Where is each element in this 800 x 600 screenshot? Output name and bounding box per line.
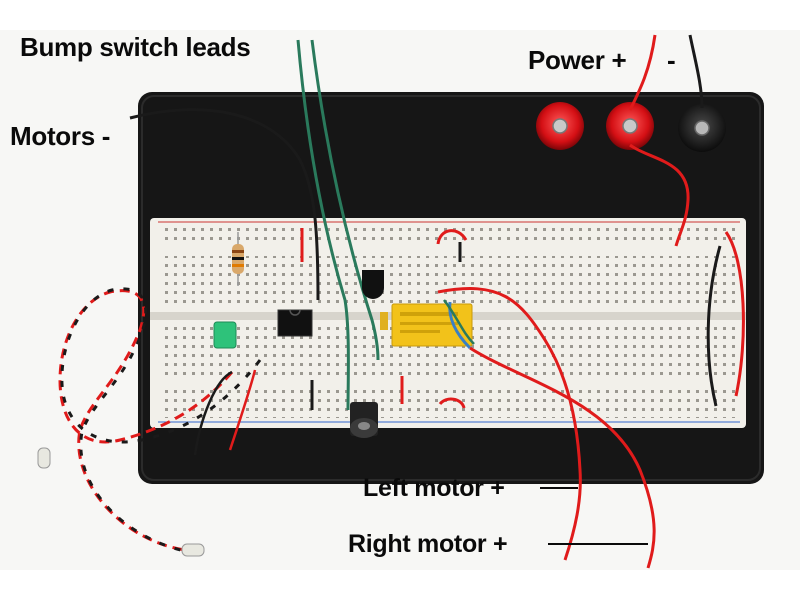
left-motor-wire (437, 287, 582, 561)
bump-switch-lead-2 (310, 39, 380, 361)
jumper-red-4 (438, 397, 466, 409)
red-binding-post-2 (606, 102, 654, 150)
twisted-pair-black (60, 287, 262, 554)
relay (391, 303, 473, 347)
transistor (362, 270, 384, 299)
green-led (213, 321, 237, 349)
black-binding-post (678, 104, 726, 152)
ic-chip (277, 309, 313, 337)
jumper-red-5 (724, 231, 745, 397)
capacitor (350, 402, 378, 438)
right-motor-label: Right motor + (348, 530, 508, 558)
power-red-wire (628, 34, 690, 247)
jumper-red-2 (436, 229, 468, 245)
bump-switch-leads-label: Bump switch leads (20, 32, 251, 62)
motors-minus-label: Motors - (10, 121, 111, 151)
motors-minus-wire (129, 108, 320, 301)
right-motor-wire (469, 346, 656, 569)
small-component (380, 312, 388, 330)
bump-switch-lead-1 (296, 39, 350, 411)
power-plus-label: Power + (528, 45, 627, 75)
resistor (232, 232, 244, 286)
small-bulb-bottom (181, 543, 205, 557)
jumper-black-3 (706, 245, 722, 407)
small-bulb-left (37, 447, 51, 469)
power-black-wire (688, 34, 704, 109)
red-binding-post-1 (536, 102, 584, 150)
left-motor-label: Left motor + (363, 474, 505, 502)
power-minus-label: - (667, 45, 676, 75)
